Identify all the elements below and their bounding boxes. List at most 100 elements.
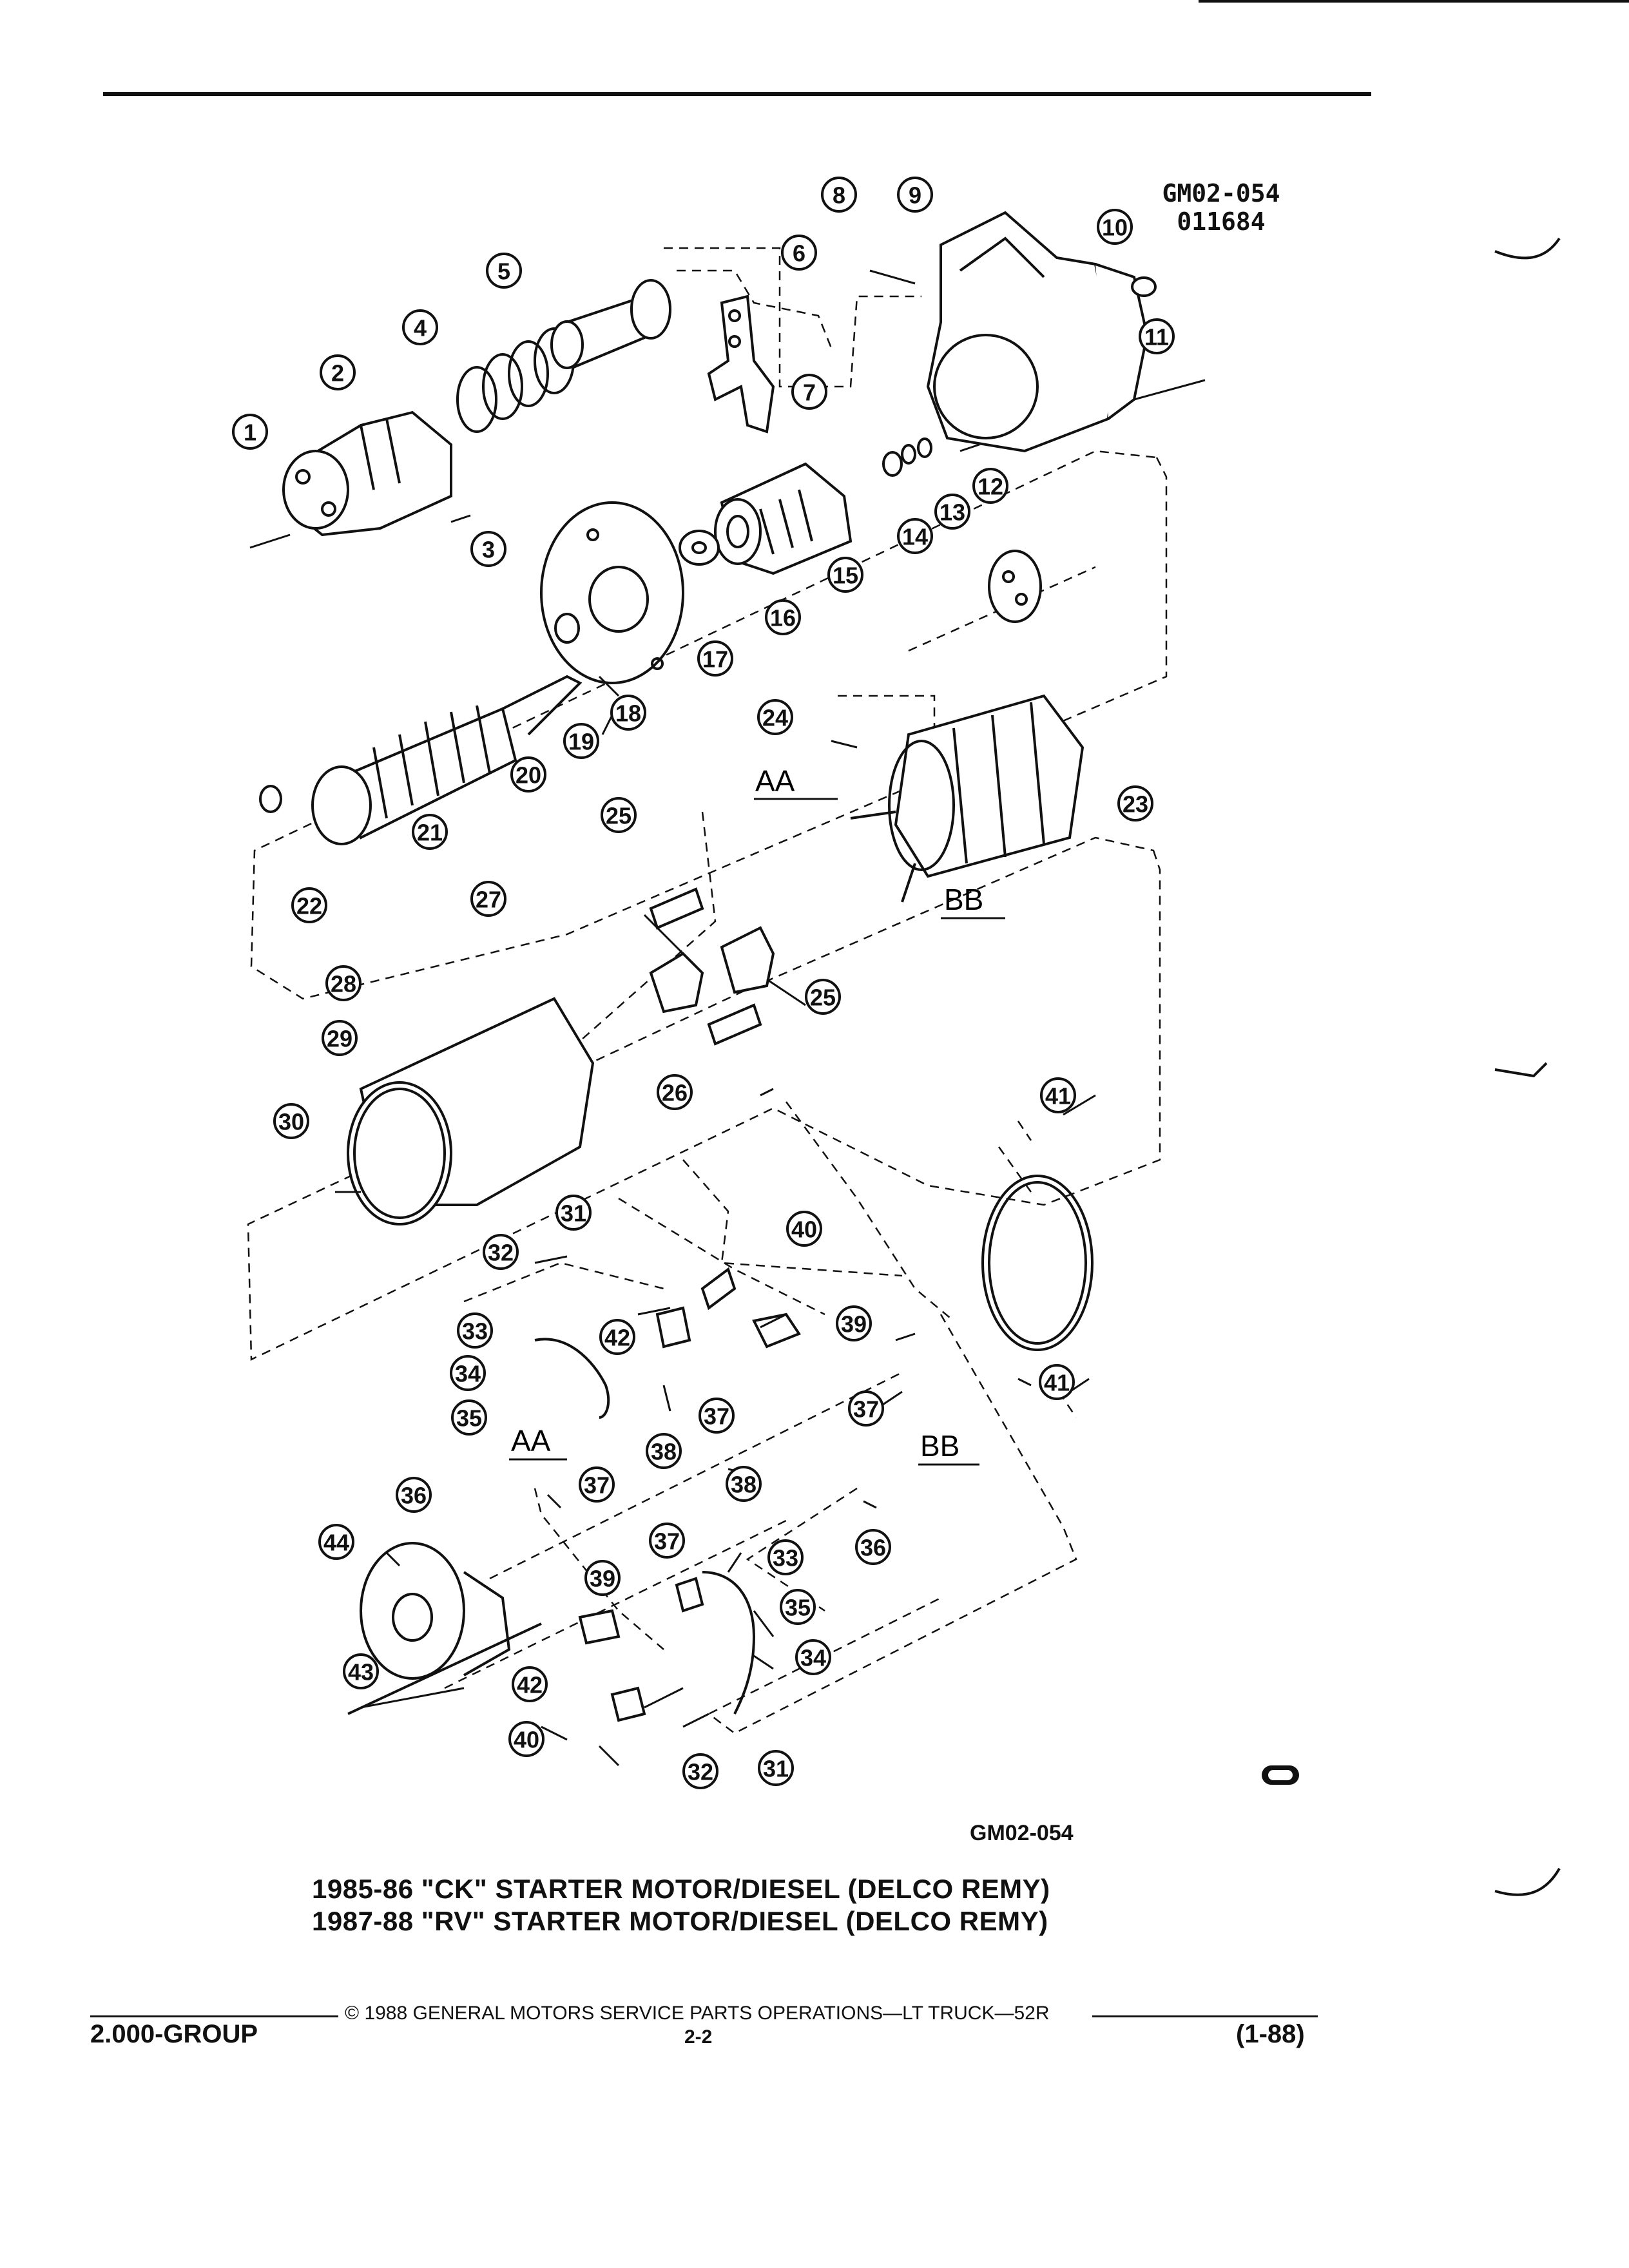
- callout-41: 41: [1039, 1364, 1075, 1400]
- callout-16: 16: [765, 599, 801, 635]
- callout-label: 41: [1045, 1083, 1071, 1110]
- callout-31: 31: [758, 1750, 794, 1786]
- figure-caption-code: GM02-054: [970, 1821, 1074, 1845]
- callout-44: 44: [318, 1524, 354, 1560]
- callout-label: 21: [417, 820, 443, 846]
- callout-label: 26: [662, 1080, 688, 1106]
- footer-group: 2.000-GROUP: [90, 2020, 258, 2048]
- callout-38: 38: [726, 1466, 762, 1502]
- callout-29: 29: [322, 1020, 358, 1056]
- callout-label: 42: [604, 1325, 630, 1351]
- callout-6: 6: [781, 235, 817, 271]
- part-drive-housing: [926, 211, 1149, 453]
- wire-label-bb-2: BB: [920, 1429, 959, 1463]
- part-armature: [311, 613, 583, 845]
- callout-38: 38: [646, 1433, 682, 1469]
- callout-34: 34: [795, 1639, 831, 1675]
- callout-13: 13: [934, 494, 970, 530]
- callout-20: 20: [510, 756, 546, 793]
- part-frame: [347, 997, 595, 1225]
- callout-label: 3: [482, 537, 495, 563]
- callout-19: 19: [563, 723, 599, 759]
- part-brush-plate-upper: [534, 1267, 802, 1419]
- callout-label: 19: [568, 729, 594, 755]
- assembly-guide-lines: [247, 247, 1168, 1735]
- callout-33: 33: [457, 1312, 493, 1349]
- callout-label: 33: [773, 1545, 798, 1571]
- wire-label-bb-1: BB: [944, 883, 983, 916]
- callout-label: 15: [833, 562, 858, 589]
- callout-9: 9: [897, 177, 933, 213]
- callout-37: 37: [649, 1523, 685, 1559]
- callout-label: 37: [853, 1396, 879, 1423]
- header-rule: [103, 92, 1371, 96]
- footer-rule-right: [1092, 2015, 1318, 2017]
- callout-label: 29: [327, 1026, 352, 1052]
- callout-label: 25: [810, 985, 836, 1011]
- callout-42: 42: [512, 1666, 548, 1702]
- callout-label: 40: [514, 1727, 539, 1753]
- callout-label: 36: [860, 1535, 886, 1561]
- part-plunger: [550, 279, 671, 369]
- callout-label: 12: [978, 474, 1003, 500]
- callout-label: 5: [497, 258, 510, 285]
- callout-label: 16: [770, 605, 796, 631]
- callout-23: 23: [1117, 785, 1153, 822]
- part-washer-16: [679, 530, 720, 566]
- callout-label: 20: [516, 762, 541, 789]
- callout-label: 18: [615, 700, 641, 727]
- callout-37: 37: [699, 1398, 735, 1434]
- callout-39: 39: [836, 1305, 872, 1341]
- figure-code: GM02-054: [1162, 179, 1280, 207]
- callout-label: 32: [688, 1759, 713, 1785]
- gm-logo-icon: [1262, 1765, 1299, 1785]
- callout-label: 34: [800, 1645, 826, 1671]
- callout-2: 2: [320, 354, 356, 390]
- callout-43: 43: [343, 1653, 379, 1689]
- callout-label: 41: [1044, 1370, 1070, 1396]
- part-brush-ring: [981, 1175, 1094, 1351]
- callout-label: 35: [785, 1595, 811, 1621]
- callout-label: 4: [414, 315, 427, 341]
- callout-label: 31: [763, 1756, 789, 1782]
- callout-25: 25: [805, 979, 841, 1015]
- callout-41: 41: [1040, 1077, 1076, 1113]
- callout-label: 39: [590, 1566, 615, 1592]
- callout-label: 37: [704, 1403, 729, 1430]
- callout-label: 40: [791, 1216, 817, 1243]
- callout-35: 35: [780, 1589, 816, 1625]
- callout-label: 37: [654, 1528, 680, 1555]
- callout-17: 17: [697, 640, 733, 677]
- footer-rule-left: [90, 2015, 338, 2017]
- footer-page-number: 2-2: [684, 2026, 713, 2048]
- callout-15: 15: [827, 557, 863, 593]
- callout-36: 36: [855, 1529, 891, 1565]
- callout-label: 6: [793, 240, 805, 267]
- part-bushing: [1131, 276, 1157, 297]
- callout-label: 13: [940, 499, 965, 526]
- wire-label-aa-2: AA: [511, 1424, 551, 1457]
- callout-label: 22: [296, 893, 322, 919]
- callout-label: 2: [331, 360, 344, 387]
- callout-label: 1: [244, 419, 256, 446]
- callout-label: 38: [731, 1472, 757, 1498]
- callout-30: 30: [273, 1103, 309, 1139]
- callout-40: 40: [786, 1211, 822, 1247]
- callout-label: 28: [331, 971, 356, 997]
- callout-32: 32: [682, 1753, 718, 1789]
- top-corner-rule: [1199, 0, 1629, 3]
- callout-18: 18: [610, 695, 646, 731]
- callout-5: 5: [486, 253, 522, 289]
- callout-label: 36: [401, 1483, 427, 1509]
- part-shift-lever: [707, 294, 775, 434]
- callout-label: 24: [762, 705, 788, 731]
- diagram-title-line-2: 1987-88 "RV" STARTER MOTOR/DIESEL (DELCO…: [312, 1906, 1048, 1936]
- wire-labels: AA BB AA BB: [509, 764, 1005, 1466]
- callout-label: 38: [651, 1439, 677, 1465]
- callout-label: 33: [462, 1318, 488, 1345]
- part-springs: [456, 327, 575, 433]
- callout-3: 3: [470, 531, 506, 567]
- callout-label: 8: [833, 182, 845, 209]
